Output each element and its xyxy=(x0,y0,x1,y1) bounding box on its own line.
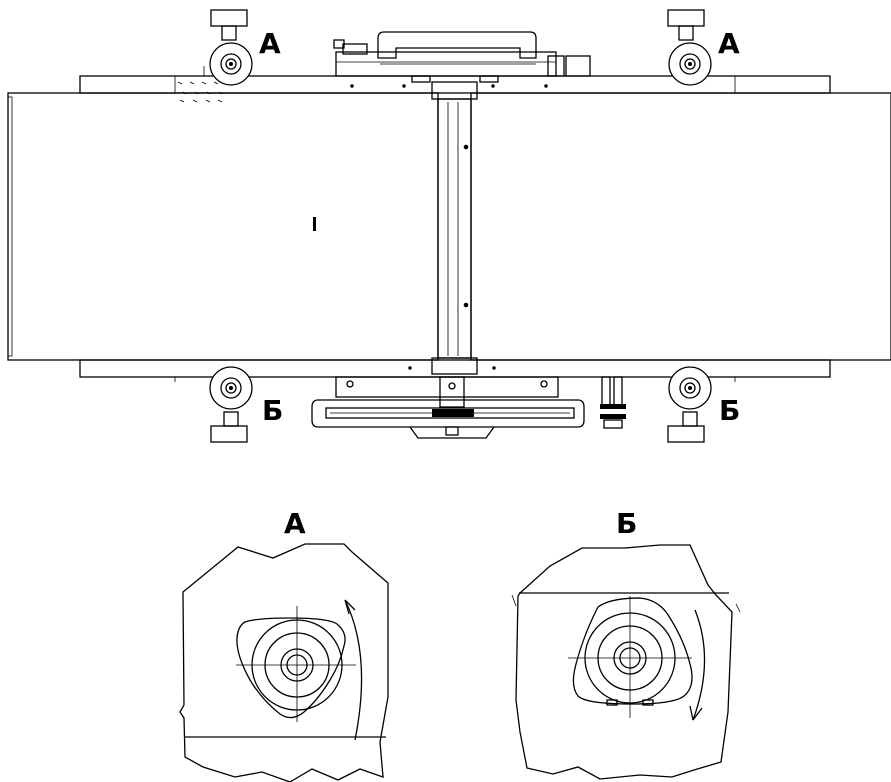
roller-top-left xyxy=(209,9,253,86)
callout-a-right: А xyxy=(718,27,740,60)
callout-a-left: А xyxy=(259,27,281,60)
detail-b: Б xyxy=(511,507,741,780)
callout-b-right: Б xyxy=(719,394,740,427)
bottom-mechanism xyxy=(311,376,626,439)
detail-a-title: А xyxy=(284,507,306,540)
roller-top-right xyxy=(667,9,712,86)
left-panel xyxy=(7,92,439,361)
callout-b-left: Б xyxy=(262,394,283,427)
bottom-rail xyxy=(79,359,831,382)
center-column xyxy=(431,81,478,375)
top-mechanism xyxy=(333,31,591,83)
detail-b-title: Б xyxy=(616,507,637,540)
roller-bottom-left xyxy=(209,366,253,443)
roller-bottom-right xyxy=(667,366,712,443)
right-panel xyxy=(470,92,891,361)
detail-a: А xyxy=(179,507,389,782)
top-rail xyxy=(79,66,831,103)
top-assembly-view: А А Б Б xyxy=(7,9,891,443)
